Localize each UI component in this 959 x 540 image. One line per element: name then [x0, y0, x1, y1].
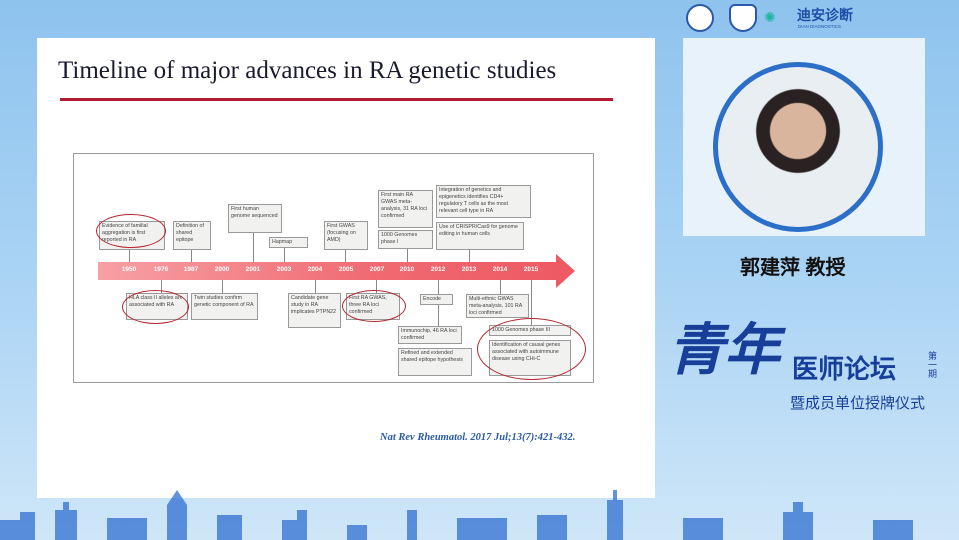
- event-box: First human genome sequenced: [228, 204, 282, 233]
- event-box: Definition of shared epitope: [173, 221, 211, 250]
- university-seal-icon: [729, 4, 757, 32]
- sponsor-subtitle: DIAN DIAGNOSTICS: [798, 24, 842, 29]
- title-divider: [60, 98, 613, 101]
- speaker-photo: [713, 62, 883, 232]
- connector: [469, 250, 470, 262]
- year-label: 2000: [214, 266, 230, 273]
- year-label: 2003: [276, 266, 292, 273]
- city-skyline-decoration: [0, 490, 913, 540]
- connector: [407, 249, 408, 262]
- event-logo-main: 青年: [668, 318, 780, 381]
- event-logo-issue: 第一期: [928, 351, 938, 379]
- connector: [191, 250, 192, 262]
- connector: [284, 248, 285, 262]
- event-box: Refined and extended shared epitope hypo…: [398, 348, 472, 376]
- event-box: Hapmap: [269, 237, 308, 248]
- event-box: Use of CRISPR/Cas9 for genome editing in…: [436, 222, 524, 250]
- year-label: 2001: [245, 266, 261, 273]
- connector: [315, 280, 316, 293]
- year-label: 2014: [492, 266, 508, 273]
- connector: [129, 250, 130, 262]
- connector: [500, 280, 501, 294]
- event-logo-sub: 医师论坛: [792, 354, 897, 384]
- event-box: First GWAS (focusing on AMD): [324, 221, 368, 250]
- citation: Nat Rev Rheumatol. 2017 Jul;13(7):421-43…: [380, 432, 576, 443]
- sponsor-name: 迪安诊断: [797, 7, 853, 23]
- hospital-seal-icon: [686, 4, 714, 32]
- event-box: 1000 Genomes phase I: [378, 230, 433, 249]
- event-box: First main RA GWAS meta-analysis, 31 RA …: [378, 190, 433, 228]
- event-box: Encode: [420, 294, 453, 305]
- year-label: 2012: [430, 266, 446, 273]
- highlight-circle: [477, 318, 586, 380]
- year-label: 2010: [399, 266, 415, 273]
- event-box: Immunochip, 46 RA loci confirmed: [398, 326, 462, 344]
- highlight-circle: [96, 214, 166, 248]
- year-label: 2005: [338, 266, 354, 273]
- connector: [376, 280, 377, 293]
- arrow-head-icon: [556, 254, 575, 288]
- highlight-circle: [342, 290, 406, 322]
- year-label: 1976: [153, 266, 169, 273]
- event-box: Multi-ethnic GWAS meta-analysis, 101 RA …: [466, 294, 529, 318]
- event-logo-subtitle: 暨成员单位授牌仪式: [790, 395, 926, 412]
- year-label: 2015: [523, 266, 539, 273]
- highlight-circle: [122, 290, 189, 324]
- connector: [345, 250, 346, 262]
- event-box: Candidate gene study in RA implicates PT…: [288, 293, 341, 328]
- timeline-bar: [98, 262, 558, 280]
- connector: [161, 280, 162, 293]
- year-label: 2004: [307, 266, 323, 273]
- connector: [253, 233, 254, 262]
- year-label: 2013: [461, 266, 477, 273]
- year-label: 1950: [121, 266, 137, 273]
- event-box: Integration of genetics and epigenetics …: [436, 185, 531, 218]
- year-label: 1987: [183, 266, 199, 273]
- event-box: Twin studies confirm genetic component o…: [191, 293, 258, 320]
- dian-logo-icon: ✺: [764, 9, 776, 25]
- connector: [222, 280, 223, 293]
- speaker-name: 郭建萍 教授: [740, 257, 846, 279]
- connector: [531, 280, 532, 325]
- slide-title: Timeline of major advances in RA genetic…: [58, 57, 557, 84]
- year-label: 2007: [369, 266, 385, 273]
